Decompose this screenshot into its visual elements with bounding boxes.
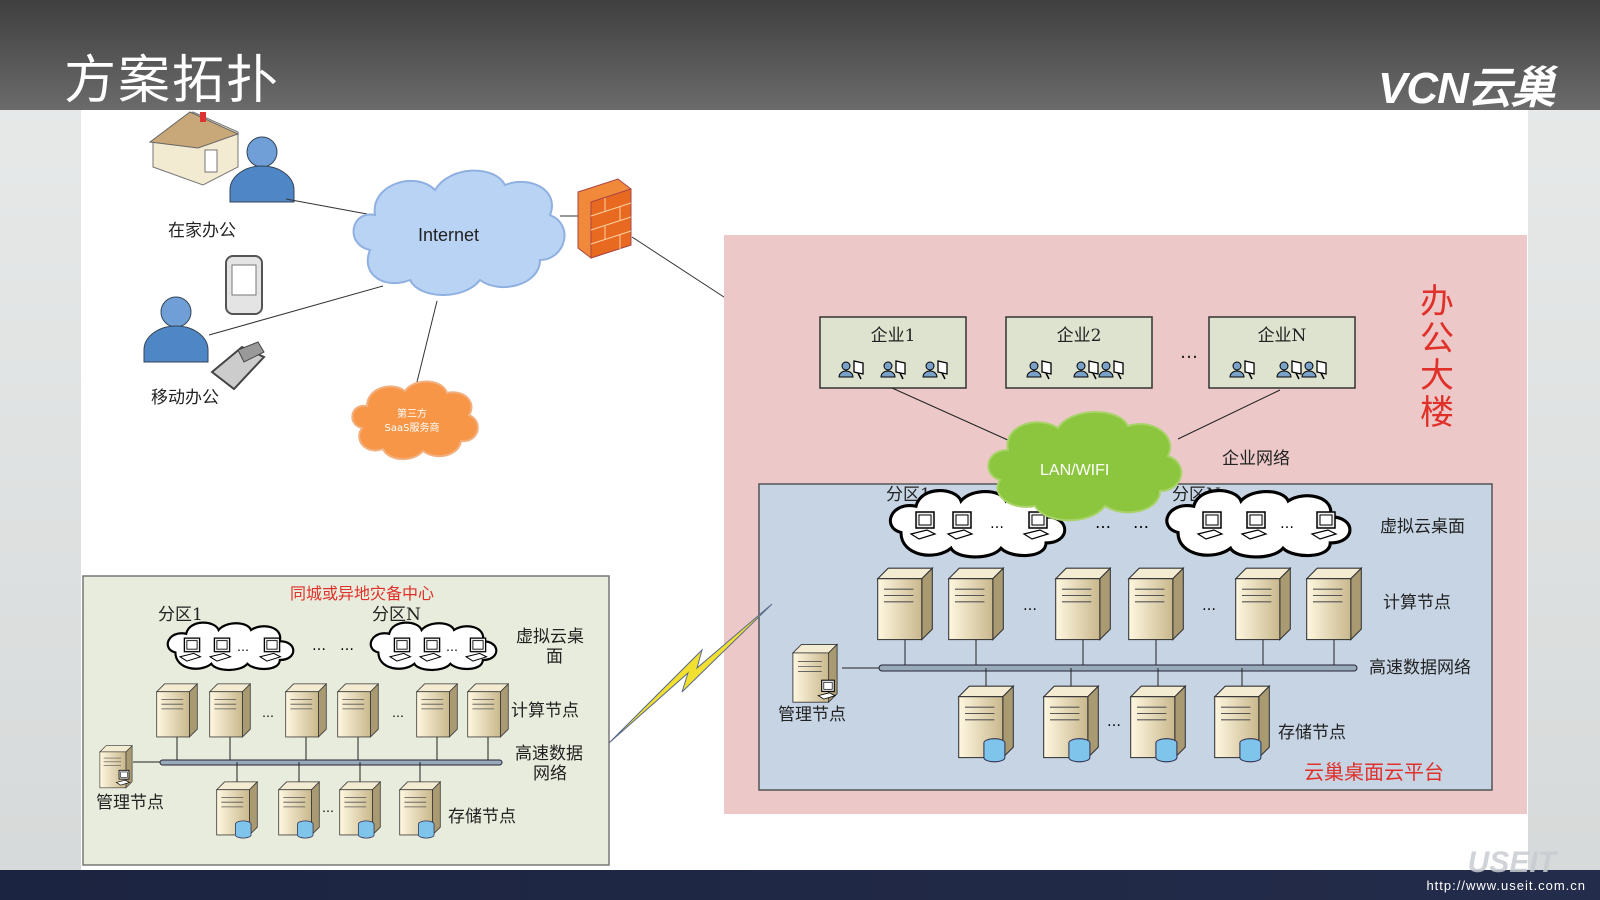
footer-url: http://www.useit.com.cn [1426, 878, 1586, 893]
dr-virtual-desktop-label: 虚拟云桌 [516, 627, 584, 647]
server-icon [209, 683, 251, 738]
flip-phone-icon [210, 341, 266, 391]
server-icon [285, 683, 327, 738]
enterprise-label: 企业1 [871, 326, 916, 346]
ellipsis: … [1133, 513, 1149, 532]
dr-data-network-label: 高速数据 [515, 744, 583, 764]
ellipsis: … [1095, 513, 1111, 532]
server-icon [948, 567, 1004, 641]
platform-name: 云巢桌面云平台 [1304, 760, 1444, 784]
firewall-icon [577, 178, 632, 259]
management-node-label: 管理节点 [778, 705, 846, 725]
server-icon [1306, 567, 1362, 641]
zone-1-desktop-cloud: … [888, 489, 1067, 559]
storage-server-icon [217, 782, 258, 838]
dr-virtual-desktop-label: 面 [546, 647, 563, 667]
storage-server-icon [400, 782, 441, 838]
lan-wifi-label: LAN/WIFI [1040, 462, 1109, 479]
compute-node-label: 计算节点 [1383, 593, 1451, 613]
ellipsis: … [312, 638, 326, 654]
home-office-label: 在家办公 [168, 221, 236, 241]
mobile-office: 移动办公 [143, 255, 266, 408]
data-network-bus [878, 664, 1358, 672]
home-office: 在家办公 [148, 111, 295, 241]
saas-line1: 第三方 [397, 407, 427, 420]
ellipsis: … [1023, 598, 1037, 614]
zone-1-label: 分区1 [158, 605, 203, 625]
saas-line2: SaaS服务商 [385, 421, 440, 434]
dr-zone-n-desktop-cloud: … [369, 621, 498, 672]
ellipsis: … [1107, 714, 1121, 730]
header-bar: 方案拓扑 VCN云巢 [0, 0, 1600, 113]
server-icon [1128, 567, 1184, 641]
storage-node-label: 存储节点 [1278, 723, 1346, 743]
server-icon [416, 683, 458, 738]
storage-server-icon [279, 782, 320, 838]
office-title-char: 公 [1420, 319, 1454, 359]
enterprise-ellipsis: … [1180, 342, 1198, 363]
mobile-office-label: 移动办公 [151, 388, 219, 408]
enterprise-network-label: 企业网络 [1222, 449, 1290, 469]
lightning-link-icon [608, 603, 773, 744]
logo: VCN云巢 [1378, 64, 1555, 113]
dr-compute-node-label: 计算节点 [511, 701, 579, 721]
person-icon [229, 136, 295, 203]
server-icon [1235, 567, 1291, 641]
management-node: 管理节点 [778, 643, 846, 725]
office-title: 办 公 大 楼 [1420, 282, 1454, 433]
dr-data-network-label: 网络 [533, 764, 567, 784]
dr-storage-nodes [217, 762, 441, 838]
storage-server-icon [1044, 686, 1099, 762]
ellipsis: … [990, 516, 1004, 532]
server-icon [467, 683, 509, 738]
ellipsis: … [262, 706, 274, 720]
ellipsis: … [322, 801, 334, 815]
server-icon [337, 683, 379, 738]
dr-title: 同城或异地灾备中心 [290, 584, 434, 603]
storage-server-icon [1215, 686, 1270, 762]
virtual-desktop-label: 虚拟云桌面 [1380, 517, 1465, 537]
watermark: USEIT [1467, 846, 1556, 879]
page-title: 方案拓扑 [64, 51, 281, 111]
zone-n-desktop-cloud: … [1165, 489, 1352, 559]
zone-n-label: 分区N [372, 605, 421, 625]
enterprise-1: 企业1 [819, 316, 967, 389]
ellipsis: … [340, 638, 354, 654]
dr-storage-node-label: 存储节点 [448, 807, 516, 827]
storage-server-icon [1131, 686, 1186, 762]
office-title-char: 楼 [1420, 393, 1454, 433]
person-icon [143, 296, 209, 363]
office-title-char: 大 [1420, 356, 1454, 396]
saas-cloud: 第三方 SaaS服务商 [351, 380, 479, 460]
enterprise-label: 企业N [1258, 326, 1307, 346]
office-title-char: 办 [1420, 282, 1454, 322]
server-icon [877, 567, 933, 641]
ellipsis: … [237, 640, 249, 654]
ellipsis: … [446, 640, 458, 654]
ellipsis: … [1202, 598, 1216, 614]
compute-nodes [877, 567, 1362, 668]
enterprise-n: 企业N [1208, 316, 1356, 389]
enterprise-label: 企业2 [1057, 326, 1102, 346]
storage-server-icon [959, 686, 1014, 762]
ellipsis: … [392, 706, 404, 720]
dr-zone-1-desktop-cloud: … [166, 621, 295, 672]
data-network-label: 高速数据网络 [1369, 658, 1471, 678]
enterprise-2: 企业2 [1005, 316, 1153, 389]
storage-server-icon [340, 782, 381, 838]
dr-data-network-bus [159, 759, 503, 766]
smartphone-icon [225, 255, 263, 315]
dr-management-node: 管理节点 [96, 745, 164, 813]
storage-nodes [959, 668, 1270, 762]
ellipsis: … [1280, 516, 1294, 532]
server-icon [1055, 567, 1111, 641]
dr-management-node-label: 管理节点 [96, 793, 164, 813]
lan-wifi-cloud: LAN/WIFI [987, 411, 1183, 522]
dr-compute-nodes [156, 683, 509, 762]
internet-cloud: Internet [352, 169, 566, 296]
server-icon [156, 683, 198, 738]
footer-bar: http://www.useit.com.cn [0, 870, 1600, 900]
internet-label: Internet [418, 225, 479, 245]
